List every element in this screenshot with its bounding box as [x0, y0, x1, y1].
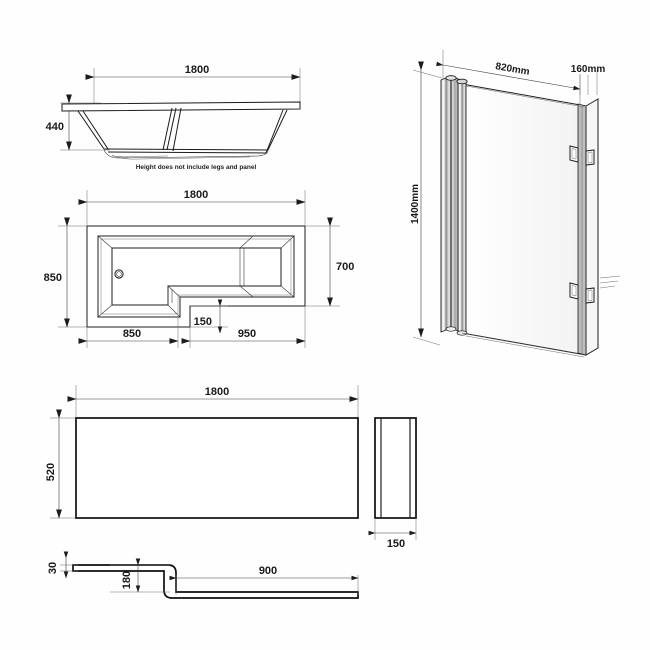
dimension-bath-length-label: 1800: [185, 64, 209, 76]
dimension-step-offset: 150: [190, 299, 228, 334]
dimension-panel-height: 520: [45, 409, 62, 519]
plan-ext-left: [58, 225, 87, 328]
front-panel-outline: [75, 417, 359, 519]
dimension-profile-drop: 180: [110, 558, 170, 593]
dimension-panel-length: 1800: [67, 386, 359, 402]
view-bath-plan: 1800 850 700: [44, 189, 354, 348]
bath-elevation-geometry: [61, 101, 301, 160]
screen-bracket-lower: [569, 282, 595, 304]
dimension-panel-height-label: 520: [45, 463, 57, 481]
dimension-screen-height-label: 1400mm: [410, 184, 421, 224]
end-panel-outline: [374, 417, 417, 519]
view-panel-profile: 30 180 900: [47, 551, 359, 599]
dimension-step-left: 850: [78, 328, 179, 344]
screen-hinge-post: [440, 75, 468, 336]
end-panel-ext: [374, 518, 417, 540]
view-front-panel: 1800 520: [45, 385, 359, 519]
dimension-plan-length-label: 1800: [184, 189, 208, 201]
dimension-plan-depth-narrow: 700: [327, 217, 354, 307]
dimension-extension-lines: [93, 68, 301, 104]
dimension-profile-run: 900: [169, 565, 359, 595]
dimension-step-right: 950: [181, 328, 306, 344]
dimension-plan-length: 1800: [78, 189, 306, 205]
dimension-profile-run-label: 900: [259, 565, 277, 577]
dimension-step-right-label: 950: [238, 328, 256, 340]
panel-profile-outline: [72, 564, 359, 599]
shower-screen-geometry: [440, 75, 621, 358]
dimension-screen-width-label: 820mm: [495, 61, 531, 78]
dimension-bath-length: 1800: [85, 64, 301, 80]
dimension-panel-length-label: 1800: [205, 386, 229, 398]
dimension-plan-depth-wide-label: 850: [44, 272, 62, 284]
screen-detail-ticks: [599, 275, 621, 289]
dimension-profile-thickness: 30: [47, 551, 78, 579]
view-bath-elevation: 1800 440: [46, 64, 301, 171]
dimension-end-panel-width-label: 150: [387, 538, 405, 550]
dimension-step-left-label: 850: [123, 328, 141, 340]
view-shower-screen: 820mm 160mm 1400mm: [410, 50, 621, 358]
dimension-screen-return: 160mm: [571, 64, 606, 95]
bath-elevation-note: Height does not include legs and panel: [136, 164, 257, 171]
bath-waste-outlet: [114, 269, 124, 279]
dimension-screen-height: 1400mm: [410, 61, 443, 346]
screen-bracket-upper: [569, 145, 595, 166]
view-end-panel: 150: [368, 417, 417, 550]
front-panel-ext-v: [50, 417, 78, 519]
dimension-profile-drop-label: 180: [121, 571, 133, 589]
plan-ext-top: [86, 190, 306, 225]
dimension-screen-return-label: 160mm: [571, 64, 606, 75]
dimension-plan-depth-wide: 850: [44, 217, 70, 328]
dimension-step-offset-label: 150: [194, 316, 212, 328]
dimension-bath-height-label: 440: [46, 121, 64, 133]
dimension-profile-thickness-label: 30: [47, 562, 59, 574]
dimension-end-panel-width: 150: [368, 530, 417, 550]
dimension-plan-depth-narrow-label: 700: [336, 261, 354, 273]
plan-ext-right: [305, 225, 340, 307]
